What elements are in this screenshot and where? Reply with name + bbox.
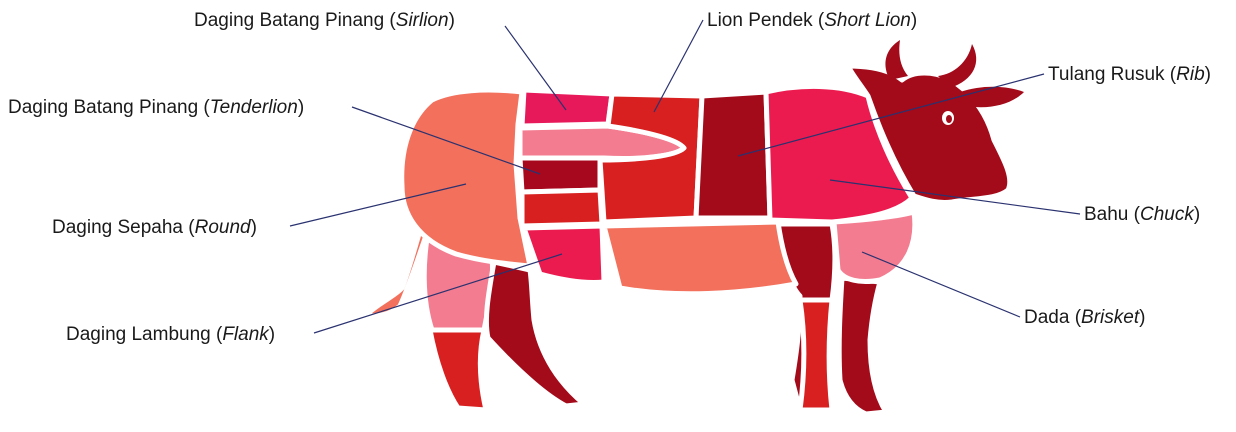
cut-flank [524,226,604,283]
hind-leg-rear-lower [430,330,486,410]
label-rib: Tulang Rusuk (Rib) [1048,64,1211,85]
cow-ear [960,87,1024,108]
cut-tenderloin-lower [522,190,602,226]
label-brisket: Dada (Brisket) [1024,307,1145,328]
label-flank: Daging Lambung (Flank) [66,324,275,345]
label-tenderloin: Daging Batang Pinang (Tenderlion) [8,97,304,118]
cut-sirloin [522,90,612,126]
fore-leg-front [839,278,886,414]
cow-horn-right [938,44,976,88]
cut-tenderloin-upper [520,158,600,192]
leader-brisket [862,252,1020,317]
hind-leg-front [486,262,584,406]
fore-leg-rear-hoof [800,300,832,410]
cut-short-loin [600,94,702,222]
cut-brisket [834,212,915,282]
label-round: Daging Sepaha (Round) [52,217,257,238]
cut-plate [604,222,796,294]
cow-eye-pupil [946,115,952,123]
cow-horn-left [885,40,908,80]
label-chuck: Bahu (Chuck) [1084,204,1200,225]
label-short-loin: Lion Pendek (Short Lion) [707,10,917,31]
cut-rib [696,92,770,218]
label-sirloin: Daging Batang Pinang (Sirlion) [194,10,455,31]
